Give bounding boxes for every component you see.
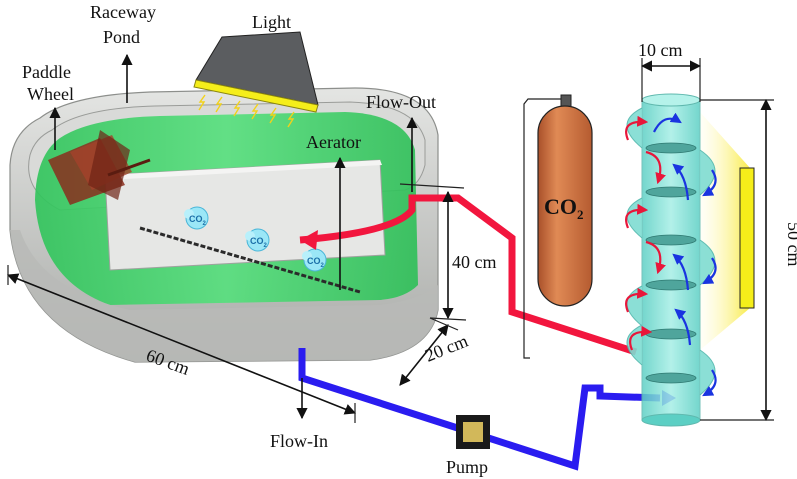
dim-width — [399, 317, 459, 386]
svg-text:CO2: CO2 — [250, 236, 268, 249]
svg-text:CO2: CO2 — [307, 256, 325, 269]
dim-height — [399, 183, 467, 321]
paddle-label: Paddle — [22, 62, 71, 82]
dim-column-width — [640, 58, 702, 102]
raceway-label: Raceway — [90, 2, 156, 22]
dim-column-height — [700, 98, 774, 422]
dim-length — [6, 265, 357, 423]
co2-bubble-icon: CO2 — [245, 228, 270, 252]
pump-label: Pump — [446, 457, 488, 477]
aerator-label: Aerator — [306, 132, 361, 152]
svg-text:CO2: CO2 — [189, 214, 207, 227]
bubble-column — [625, 93, 755, 427]
light-panel-icon — [193, 31, 319, 128]
flow-out-label: Flow-Out — [366, 92, 436, 112]
paddle-wheel-icon — [48, 130, 151, 205]
raceway-pond — [9, 87, 439, 363]
dim-column-width-label: 10 cm — [638, 40, 683, 60]
dim-height-label: 40 cm — [452, 252, 497, 272]
dim-width-label: 20 cm — [422, 330, 471, 365]
dim-column-height-label: 50 cm — [784, 222, 797, 267]
flow-in-label: Flow-In — [270, 431, 328, 451]
co2-tank-label: CO — [544, 194, 577, 219]
pump-icon — [456, 415, 490, 449]
flow-out-pipe — [299, 194, 638, 356]
co2-bubble-icon: CO2 — [184, 206, 209, 230]
co2-bubble-icon: CO2 — [302, 248, 327, 272]
wheel-label: Wheel — [27, 84, 74, 104]
light-label: Light — [252, 12, 291, 32]
pond-label: Pond — [103, 27, 140, 47]
svg-text:CO2: CO2 — [544, 194, 584, 222]
co2-tank-icon: CO2 — [523, 94, 593, 359]
